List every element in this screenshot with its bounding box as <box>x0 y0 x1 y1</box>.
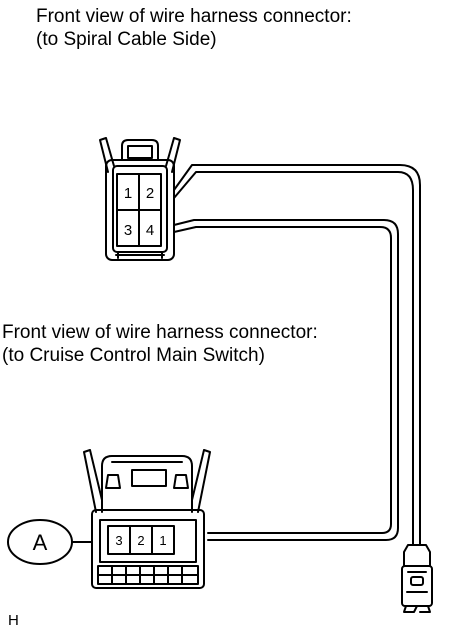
bottom-pin-1: 1 <box>159 533 166 548</box>
top-pin-4: 4 <box>146 222 154 239</box>
bottom-connector-caption: Front view of wire harness connector: (t… <box>2 321 318 367</box>
top-connector <box>99 137 181 261</box>
harness-wires <box>173 164 421 546</box>
mid-caption-line1: Front view of wire harness connector: <box>2 322 318 343</box>
mid-caption-line2: (to Cruise Control Main Switch) <box>2 345 265 366</box>
top-pin-2: 2 <box>146 185 154 202</box>
top-connector-caption: Front view of wire harness connector: (t… <box>36 5 352 51</box>
top-pin-1: 1 <box>124 185 132 202</box>
top-caption-line2: (to Spiral Cable Side) <box>36 29 217 50</box>
top-caption-line1: Front view of wire harness connector: <box>36 6 352 27</box>
top-pin-3: 3 <box>124 222 132 239</box>
bottom-pin-2: 2 <box>137 533 144 548</box>
callout-letter: A <box>33 530 48 555</box>
figure-code: H <box>8 612 19 629</box>
inline-plug <box>401 544 433 613</box>
bottom-pin-3: 3 <box>115 533 122 548</box>
bottom-connector <box>83 449 211 589</box>
